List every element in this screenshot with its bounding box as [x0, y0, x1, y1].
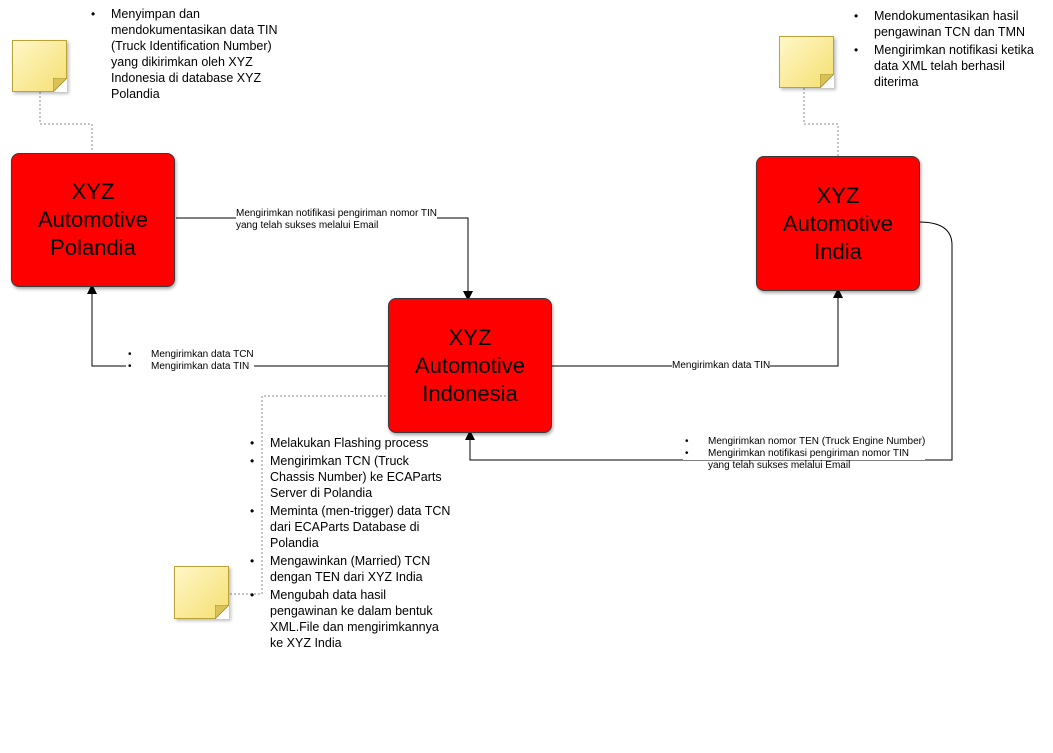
- flow-indonesia-to-polandia: [87, 284, 388, 367]
- note-fold-icon: [820, 74, 834, 88]
- box-line: India: [814, 238, 862, 264]
- box-line: Automotive: [37, 207, 149, 232]
- flow-label-line: yang telah sukses melalui Email: [708, 460, 851, 471]
- box-line: Automotive: [782, 210, 894, 236]
- flow-label-line: yang telah sukses melalui Email: [236, 220, 379, 231]
- box-line: Automotive: [414, 352, 526, 378]
- flow-india-to-indonesia: [465, 221, 953, 461]
- flow-label-indonesia-to-polandia: Mengirimkan data TCN Mengirimkan data TI…: [126, 349, 254, 373]
- note-list-india: Mendokumentasikan hasil pengawinan TCN d…: [852, 8, 1048, 92]
- list-item: Menyimpan dan mendokumentasikan data TIN…: [89, 6, 289, 102]
- box-line: Indonesia: [422, 380, 518, 406]
- list-item: Melakukan Flashing process: [248, 435, 453, 451]
- flow-indonesia-to-india: [551, 288, 843, 367]
- box-xyz-india: XYZ Automotive India: [756, 156, 920, 291]
- flow-label-line: Mengirimkan notifikasi pengiriman nomor …: [236, 208, 438, 220]
- list-item: Mengawinkan (Married) TCN dengan TEN dar…: [248, 553, 453, 585]
- box-line: XYZ: [448, 324, 492, 350]
- flow-label-list: Mengirimkan nomor TEN (Truck Engine Numb…: [683, 436, 926, 460]
- list-item: Mengubah data hasil pengawinan ke dalam …: [248, 587, 453, 651]
- box-line: Polandia: [50, 235, 136, 260]
- flow-label-polandia-to-indonesia: Mengirimkan notifikasi pengiriman nomor …: [236, 208, 438, 232]
- note-connector-indonesia: [218, 395, 388, 595]
- box-xyz-indonesia: XYZ Automotive Indonesia: [388, 298, 552, 433]
- list-item: Mengirimkan data TCN: [126, 349, 254, 361]
- note-list-polandia: Menyimpan dan mendokumentasikan data TIN…: [89, 6, 289, 104]
- box-xyz-polandia: XYZ Automotive Polandia: [11, 153, 175, 287]
- flow-label-india-to-indonesia: Mengirimkan nomor TEN (Truck Engine Numb…: [683, 436, 926, 472]
- note-icon: [174, 566, 229, 619]
- list-item: Mengirimkan nomor TEN (Truck Engine Numb…: [683, 436, 925, 448]
- note-connector-india: [803, 88, 839, 156]
- list-item: Mengirimkan notifikasi pengiriman nomor …: [683, 448, 926, 460]
- list-item: Mengirimkan notifikasi ketika data XML t…: [852, 42, 1048, 90]
- list-item: Meminta (men-trigger) data TCN dari ECAP…: [248, 503, 453, 551]
- box-line: XYZ: [816, 182, 860, 208]
- note-icon: [779, 36, 834, 88]
- note-icon: [12, 40, 67, 92]
- flow-label-indonesia-to-india: Mengirimkan data TIN: [672, 360, 771, 372]
- note-fold-icon: [215, 605, 229, 619]
- note-fold-icon: [53, 78, 67, 92]
- box-line: XYZ: [71, 179, 115, 204]
- note-list-indonesia: Melakukan Flashing process Mengirimkan T…: [248, 435, 453, 653]
- note-connector-polandia: [39, 92, 93, 152]
- list-item: Mendokumentasikan hasil pengawinan TCN d…: [852, 8, 1048, 40]
- list-item: Mengirimkan data TIN: [126, 361, 254, 373]
- list-item: Mengirimkan TCN (Truck Chassis Number) k…: [248, 453, 453, 501]
